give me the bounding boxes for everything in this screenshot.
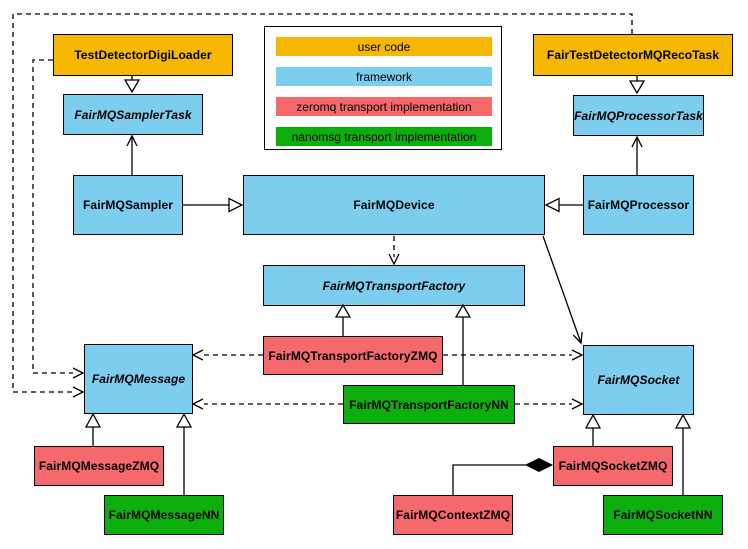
legend-item-user-code: user code bbox=[276, 37, 492, 56]
edge-device-transportfactory bbox=[388, 236, 400, 266]
edge-messagezmq-message bbox=[84, 412, 102, 446]
edge-factorynn-message bbox=[191, 398, 343, 410]
legend-item-zeromq: zeromq transport implementation bbox=[276, 97, 492, 116]
edge-factorynn-socket bbox=[515, 398, 584, 410]
edge-contextzmq-socketzmq bbox=[452, 457, 554, 495]
edge-processor-device bbox=[544, 197, 583, 213]
edge-messagenn-message bbox=[175, 412, 193, 495]
node-fairmq-socket: FairMQSocket bbox=[583, 345, 694, 415]
node-fairmq-socket-zmq: FairMQSocketZMQ bbox=[553, 446, 673, 486]
node-fairmq-transport-factory-zmq: FairMQTransportFactoryZMQ bbox=[263, 336, 443, 375]
node-fairmq-processor-task: FairMQProcessorTask bbox=[573, 95, 704, 136]
edge-sampler-samplertask bbox=[126, 134, 138, 175]
node-fairmq-message: FairMQMessage bbox=[84, 344, 193, 414]
edge-sampler-device bbox=[183, 197, 244, 213]
legend: user code framework zeromq transport imp… bbox=[264, 26, 502, 150]
node-fairmq-sampler-task: FairMQSamplerTask bbox=[63, 94, 203, 135]
node-fairmq-context-zmq: FairMQContextZMQ bbox=[393, 495, 513, 535]
legend-item-framework: framework bbox=[276, 67, 492, 86]
node-fairmq-device: FairMQDevice bbox=[243, 175, 545, 235]
node-fairmq-transport-factory: FairMQTransportFactory bbox=[263, 265, 525, 306]
edge-recotask-processortask bbox=[628, 76, 646, 95]
edge-socketnn-socket bbox=[674, 413, 692, 495]
edge-processor-processortask bbox=[631, 135, 643, 175]
node-fairmq-message-nn: FairMQMessageNN bbox=[104, 495, 224, 535]
edge-digiloader-samplertask bbox=[123, 76, 141, 94]
edge-factoryzmq-message bbox=[191, 349, 263, 361]
node-fairmq-processor: FairMQProcessor bbox=[583, 175, 694, 235]
legend-item-nanomsg: nanomsg transport implementation bbox=[276, 127, 492, 146]
edge-factoryzmq-socket bbox=[443, 349, 584, 361]
node-fairmq-transport-factory-nn: FairMQTransportFactoryNN bbox=[343, 385, 515, 424]
node-fairmq-message-zmq: FairMQMessageZMQ bbox=[34, 446, 164, 486]
edge-socketzmq-socket bbox=[584, 413, 602, 446]
edge-factoryzmq-transportfactory bbox=[334, 303, 352, 336]
node-fairmq-socket-nn: FairMQSocketNN bbox=[603, 495, 723, 535]
node-fairmq-sampler: FairMQSampler bbox=[73, 175, 183, 235]
node-test-detector-digi-loader: TestDetectorDigiLoader bbox=[53, 34, 233, 76]
edge-factorynn-transportfactory bbox=[454, 303, 472, 385]
edge-device-socket bbox=[542, 235, 583, 345]
node-fair-test-detector-mq-reco-task: FairTestDetectorMQRecoTask bbox=[533, 34, 733, 76]
